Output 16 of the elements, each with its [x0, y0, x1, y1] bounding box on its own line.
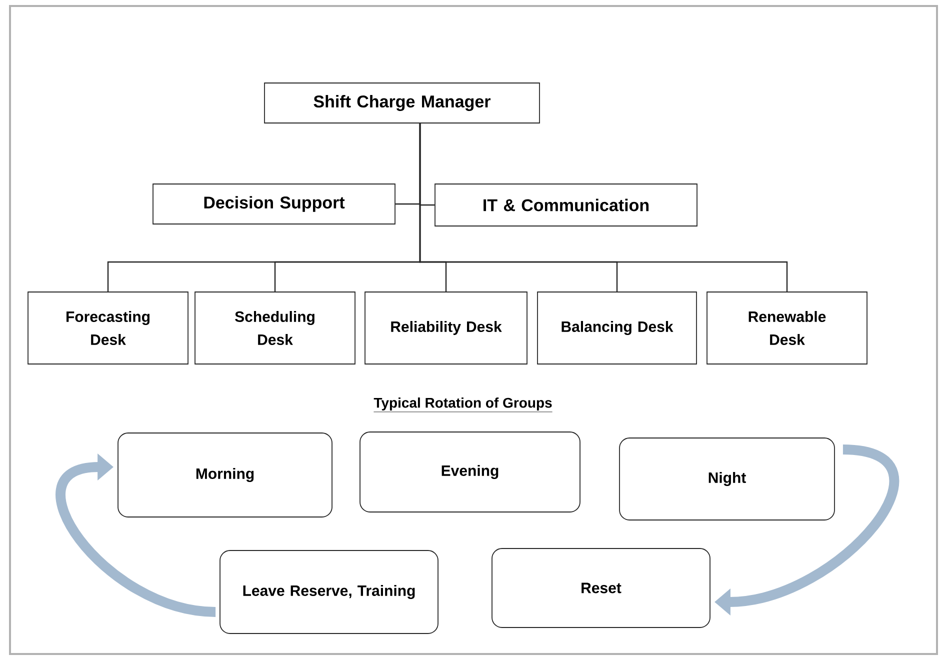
desk-box: Renewable Desk	[706, 292, 868, 364]
desk-box: Scheduling Desk	[194, 292, 356, 364]
shift-box: Evening	[360, 432, 580, 512]
shift-box: Reset	[492, 548, 710, 628]
shift-box: Leave Reserve, Training	[220, 550, 438, 634]
shift-box: Night	[619, 438, 835, 520]
desk-box: Balancing Desk	[537, 292, 697, 364]
shift-box: Morning	[118, 432, 332, 518]
curved-arrow	[56, 453, 216, 617]
connector-line	[419, 123, 788, 292]
section-heading: Typical Rotation of Groups	[374, 397, 553, 412]
desk-box: Reliability Desk	[364, 292, 528, 364]
support-box: Decision Support	[152, 184, 396, 224]
manager-box: Shift Charge Manager	[264, 82, 540, 124]
desk-box: Forecasting Desk	[28, 292, 188, 364]
support-box: IT & Communication	[434, 184, 698, 226]
